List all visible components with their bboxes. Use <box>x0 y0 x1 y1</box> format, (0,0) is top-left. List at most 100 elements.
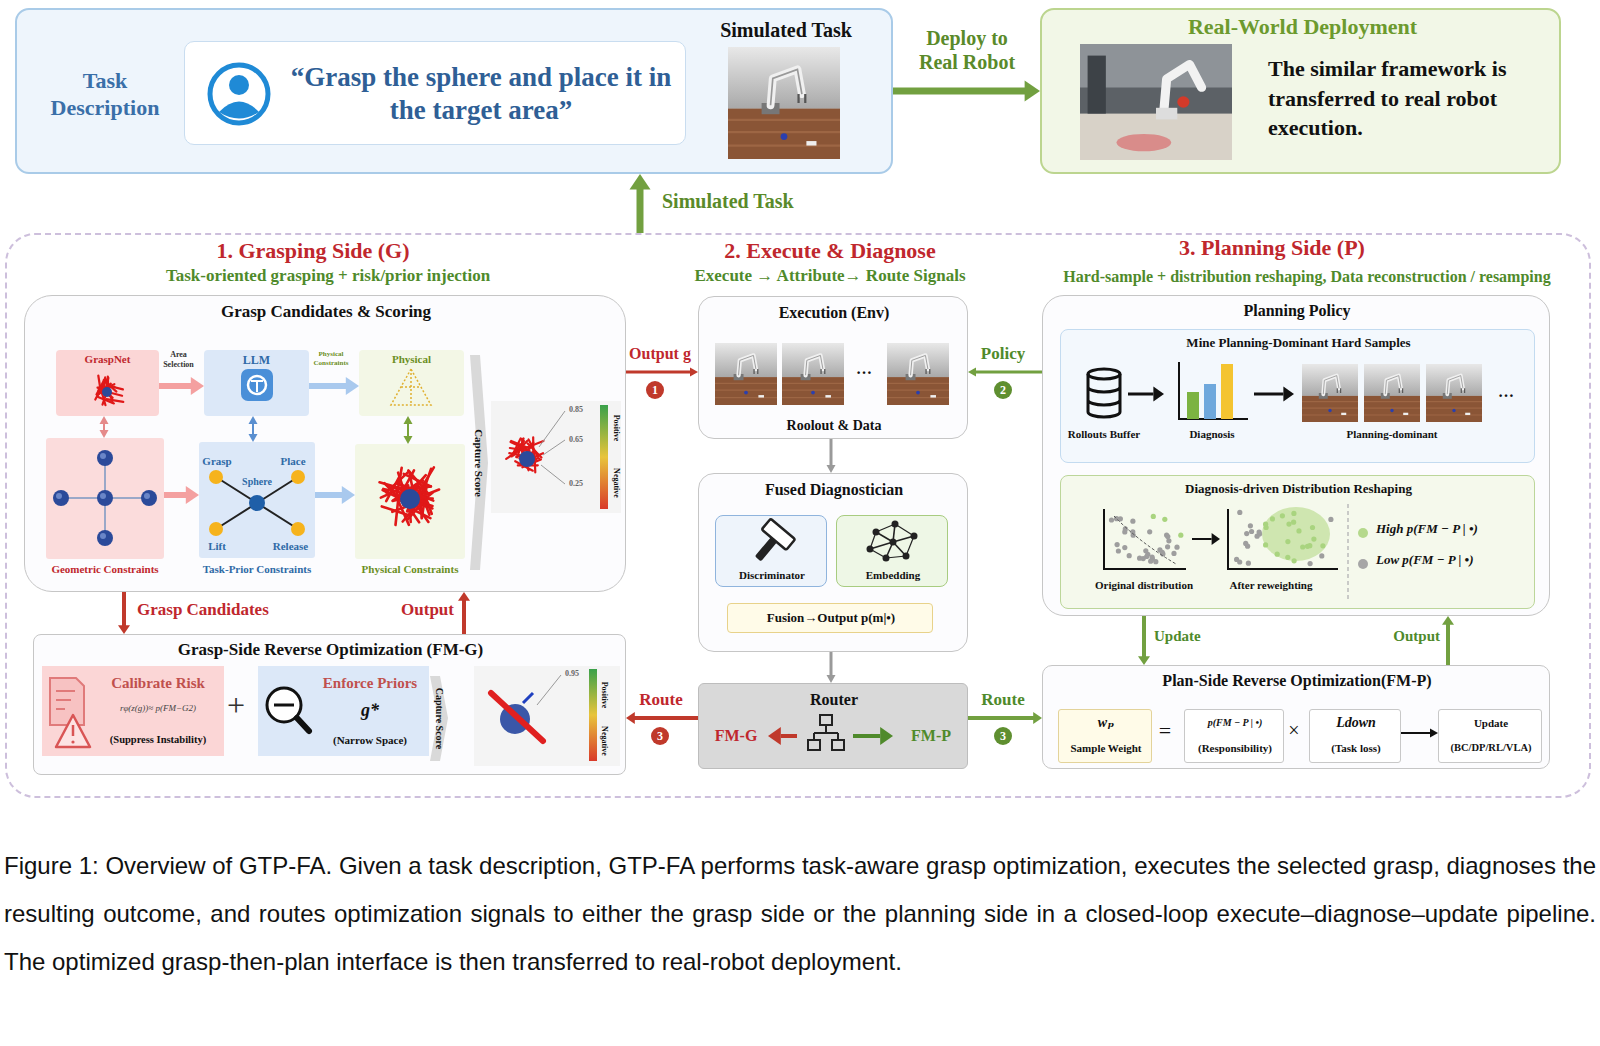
node-text: Negative <box>599 719 609 763</box>
circle-shape <box>1310 525 1315 530</box>
circle-shape <box>1245 544 1250 549</box>
circle-shape <box>291 470 305 484</box>
node-box: Mine Planning-Dominant Hard SamplesRollo… <box>1060 329 1535 463</box>
node-text: Task-Prior Constraints <box>187 563 327 576</box>
connector <box>100 416 109 438</box>
connector <box>630 174 651 233</box>
circle-shape <box>867 546 874 553</box>
arrowhead <box>1442 616 1454 625</box>
path-shape <box>814 725 838 740</box>
edge-label: Deploy to Real Robot <box>912 26 1022 75</box>
circle-shape <box>1292 558 1297 563</box>
circle-shape <box>1263 542 1268 547</box>
arrowhead <box>968 368 976 377</box>
node-text: Fusion→Output p(m|•) <box>728 610 934 626</box>
circle-shape <box>1275 552 1280 557</box>
node-text: (Suppress Instability) <box>93 734 223 747</box>
arrowhead <box>100 430 109 438</box>
circle-shape <box>1174 545 1179 550</box>
illustration <box>185 42 687 146</box>
circle-shape <box>1165 544 1170 549</box>
node-text: Execute → Attribute→ Route Signals <box>590 266 1070 287</box>
node-box: Simulated Task <box>702 16 870 162</box>
path-shape <box>391 369 431 405</box>
node-text: 0.25 <box>569 479 595 489</box>
node-box: 0.850.650.25PositiveNegative <box>491 401 621 513</box>
connector <box>159 377 204 395</box>
node-text: GraspNet <box>56 353 159 366</box>
g-shape <box>95 376 123 406</box>
connector-line <box>407 423 409 437</box>
legend-text: High p(FM − P | •) <box>1376 521 1526 537</box>
circle-shape <box>873 529 880 536</box>
connector-line <box>315 492 343 498</box>
edge-label: Grasp Candidates <box>137 600 337 621</box>
circle-shape <box>892 521 899 528</box>
node-box: Grasp Candidates & ScoringGraspNetLLMPhy… <box>24 295 626 592</box>
connector <box>315 486 355 504</box>
connector-line <box>637 188 644 233</box>
node-text: Fused Diagnostician <box>699 480 969 500</box>
node-text: Physical <box>359 353 464 366</box>
use-shape <box>715 343 777 405</box>
node-text: Original distribution <box>1079 579 1209 592</box>
circle-shape <box>911 533 918 540</box>
illustration <box>474 666 620 766</box>
node-box: Grasp-Side Reverse Optimization (FM-G)Ca… <box>33 634 626 775</box>
rect-shape <box>241 369 273 401</box>
callout-number: 1 <box>646 381 664 399</box>
connector <box>118 592 130 634</box>
node-box: Physical Constraints <box>355 444 465 559</box>
node-text: Rollouts Buffer <box>1054 428 1154 441</box>
node-text: Real-World Deployment <box>1042 14 1563 41</box>
node-box: 0.95PositiveNegative <box>474 666 620 766</box>
polygon-shape <box>768 727 781 745</box>
connector <box>458 592 470 634</box>
node-text: Sphere <box>227 476 287 488</box>
circle-shape <box>1246 561 1251 566</box>
rect-shape <box>832 740 844 750</box>
node-text: Discriminator <box>716 569 828 582</box>
path-shape <box>219 102 259 119</box>
connector-line <box>626 371 691 374</box>
node-text: Plan-Side Reverse Optimization(FM-P) <box>1043 671 1551 691</box>
circle-shape <box>102 387 112 397</box>
connector <box>1401 729 1438 738</box>
node-text: Task-oriented grasping + risk/prior inje… <box>98 266 558 287</box>
node-text: Simulated Task <box>702 18 870 42</box>
node-box: LLM <box>204 350 309 416</box>
arrowhead <box>458 592 470 601</box>
operator-sign: = <box>1152 718 1178 745</box>
arrowhead <box>626 712 635 724</box>
connector <box>827 439 836 473</box>
line-shape <box>1192 538 1212 540</box>
use-shape <box>1364 364 1420 422</box>
node-text: Router <box>699 690 969 710</box>
line-shape <box>1254 393 1283 396</box>
node-box: Ldown(Task loss) <box>1309 709 1401 763</box>
path-shape <box>72 725 75 736</box>
line-shape <box>511 442 529 450</box>
node-text: 0.65 <box>569 435 595 445</box>
path-shape <box>1104 509 1186 569</box>
circle-shape <box>56 493 62 499</box>
node-box: Embedding <box>836 515 948 587</box>
circle-shape <box>1244 531 1249 536</box>
circle-shape <box>1291 520 1296 525</box>
connector-line <box>975 371 1042 374</box>
node-text: Positive <box>599 673 609 717</box>
node-box: Planning PolicyMine Planning-Dominant Ha… <box>1042 295 1550 616</box>
callout-number: 3 <box>994 727 1012 745</box>
connector <box>827 652 836 683</box>
node-box: Calibrate Riskrφ(z(g))≈ p(FM−G2)(Suppres… <box>42 666 224 756</box>
node-box: GraspPlaceSphereLiftReleaseTask-Prior Co… <box>199 442 315 558</box>
edge-label: Output <box>1344 627 1440 645</box>
connector <box>1138 616 1150 665</box>
circle-shape <box>229 75 249 95</box>
node-text: wₚ <box>1059 714 1153 731</box>
circle-shape <box>249 495 265 511</box>
circle-shape <box>1280 513 1285 518</box>
line-shape <box>98 376 101 393</box>
circle-shape <box>97 530 113 546</box>
connector-line <box>103 423 105 431</box>
